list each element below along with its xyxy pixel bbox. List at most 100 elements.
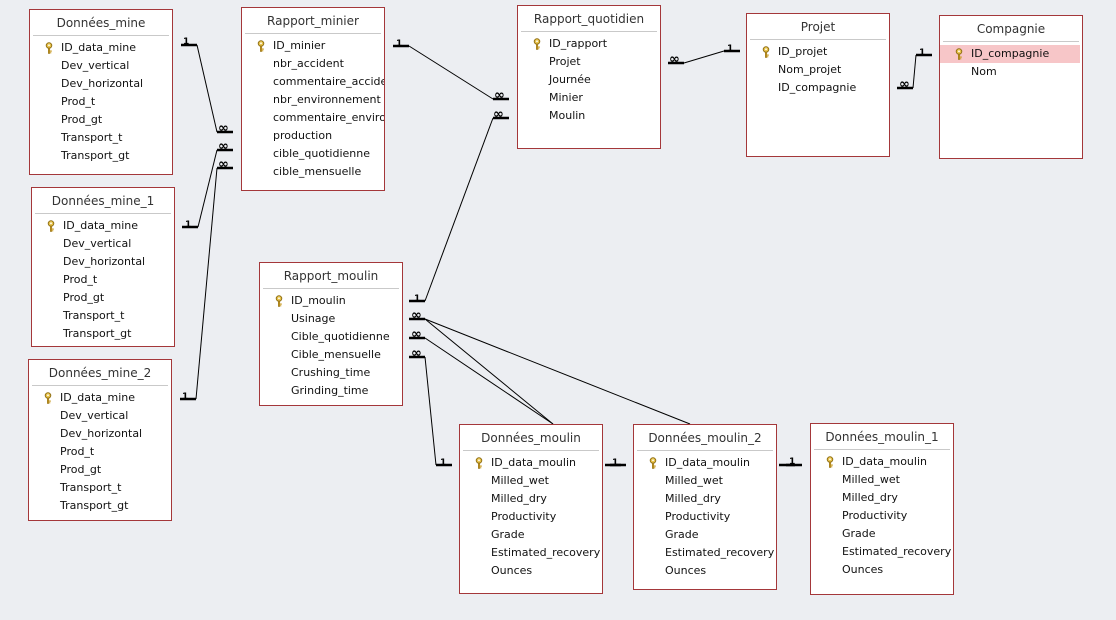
field-item[interactable]: Estimated_recovery (811, 543, 953, 561)
primary-key-field[interactable]: ID_minier (242, 37, 384, 55)
field-item[interactable]: Moulin (518, 107, 660, 125)
field-item[interactable]: Prod_gt (30, 111, 172, 129)
field-item[interactable]: Milled_wet (634, 472, 776, 490)
field-item[interactable]: Grade (634, 526, 776, 544)
field-item[interactable]: Nom_projet (747, 61, 889, 79)
field-item[interactable]: Minier (518, 89, 660, 107)
field-item[interactable]: Dev_horizontal (32, 253, 174, 271)
field-item[interactable]: Dev_vertical (29, 407, 171, 425)
field-item[interactable]: nbr_accident (242, 55, 384, 73)
field-item[interactable]: Prod_t (30, 93, 172, 111)
table-title[interactable]: Rapport_minier (245, 8, 381, 34)
field-item[interactable]: Productivity (460, 508, 602, 526)
field-item[interactable]: Projet (518, 53, 660, 71)
field-item[interactable]: Ounces (811, 561, 953, 579)
field-name: ID_data_moulin (665, 456, 750, 469)
table-title[interactable]: Rapport_quotidien (521, 6, 657, 32)
primary-key-field[interactable]: ID_projet (747, 43, 889, 61)
field-item[interactable]: commentaire_environnement (242, 109, 384, 127)
field-item[interactable]: Productivity (811, 507, 953, 525)
table-title[interactable]: Données_mine_2 (32, 360, 168, 386)
primary-key-field[interactable]: ID_data_moulin (634, 454, 776, 472)
table-title[interactable]: Données_moulin_2 (637, 425, 773, 451)
field-name: Grade (842, 527, 876, 540)
field-item[interactable]: Transport_t (30, 129, 172, 147)
field-item[interactable]: commentaire_accident (242, 73, 384, 91)
relationship-line (195, 167, 218, 400)
field-item[interactable]: Usinage (260, 310, 402, 328)
field-item[interactable]: Grade (460, 526, 602, 544)
field-name: Productivity (491, 510, 557, 523)
table-title[interactable]: Données_mine_1 (35, 188, 171, 214)
field-item[interactable]: Productivity (634, 508, 776, 526)
field-item[interactable]: Ounces (460, 562, 602, 580)
primary-key-field[interactable]: ID_data_moulin (460, 454, 602, 472)
field-item[interactable]: Milled_dry (634, 490, 776, 508)
table-title[interactable]: Données_mine (33, 10, 169, 36)
relationship-line (912, 54, 917, 89)
field-item[interactable]: Transport_gt (29, 497, 171, 515)
primary-key-field[interactable]: ID_data_mine (29, 389, 171, 407)
primary-key-field[interactable]: ID_data_mine (32, 217, 174, 235)
field-item[interactable]: Crushing_time (260, 364, 402, 382)
primary-key-field[interactable]: ID_data_moulin (811, 453, 953, 471)
field-item[interactable]: ID_compagnie (747, 79, 889, 97)
field-item[interactable]: Transport_t (32, 307, 174, 325)
field-name: Projet (549, 55, 581, 68)
primary-key-field[interactable]: ID_moulin (260, 292, 402, 310)
field-item[interactable]: Prod_gt (32, 289, 174, 307)
primary-key-field[interactable]: ID_rapport (518, 35, 660, 53)
field-item[interactable]: cible_quotidienne (242, 145, 384, 163)
table-title[interactable]: Données_moulin_1 (814, 424, 950, 450)
field-item[interactable]: Prod_t (29, 443, 171, 461)
field-item[interactable]: Dev_vertical (32, 235, 174, 253)
field-item[interactable]: Estimated_recovery (634, 544, 776, 562)
field-item[interactable]: Milled_wet (811, 471, 953, 489)
field-item[interactable]: Grade (811, 525, 953, 543)
field-item[interactable]: Grinding_time (260, 382, 402, 400)
field-item[interactable]: Transport_gt (30, 147, 172, 165)
cardinality-many-label: ∞ (218, 157, 229, 172)
field-item[interactable]: Dev_vertical (30, 57, 172, 75)
field-item[interactable]: Nom (940, 63, 1082, 81)
field-item[interactable]: Prod_t (32, 271, 174, 289)
field-item[interactable]: Milled_dry (811, 489, 953, 507)
field-name: Milled_dry (665, 492, 721, 505)
field-item[interactable]: cible_mensuelle (242, 163, 384, 181)
table-title[interactable]: Rapport_moulin (263, 263, 399, 289)
field-name: Milled_wet (491, 474, 549, 487)
field-item[interactable]: production (242, 127, 384, 145)
field-item[interactable]: Prod_gt (29, 461, 171, 479)
field-item[interactable]: Ounces (634, 562, 776, 580)
field-name: Dev_vertical (61, 59, 130, 72)
primary-key-field[interactable]: ID_data_mine (30, 39, 172, 57)
field-item[interactable]: Dev_horizontal (30, 75, 172, 93)
field-item[interactable]: Milled_dry (460, 490, 602, 508)
table-title[interactable]: Projet (750, 14, 886, 40)
field-item[interactable]: nbr_environnement (242, 91, 384, 109)
table-title[interactable]: Compagnie (943, 16, 1079, 42)
field-item[interactable]: Dev_horizontal (29, 425, 171, 443)
primary-key-field[interactable]: ID_compagnie (940, 45, 1080, 63)
table-title[interactable]: Données_moulin (463, 425, 599, 451)
field-item[interactable]: Transport_t (29, 479, 171, 497)
field-item[interactable]: Transport_gt (32, 325, 174, 343)
field-name: ID_moulin (291, 294, 346, 307)
field-item[interactable]: Estimated_recovery (460, 544, 602, 562)
field-item[interactable]: Milled_wet (460, 472, 602, 490)
field-item[interactable]: Cible_quotidienne (260, 328, 402, 346)
field-item[interactable]: Journée (518, 71, 660, 89)
field-item[interactable]: Cible_mensuelle (260, 346, 402, 364)
